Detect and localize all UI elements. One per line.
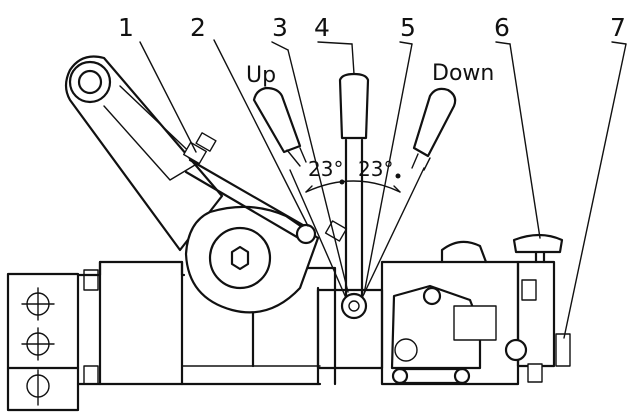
connecting-rod <box>183 132 348 245</box>
adjust-screw-upper <box>183 132 217 165</box>
callout-3: 3 <box>272 13 288 42</box>
handwheel <box>512 233 564 254</box>
adjust-screw-lower <box>324 220 348 242</box>
callout-leaders <box>139 39 627 339</box>
valve-body <box>76 260 337 386</box>
callout-6: 6 <box>494 13 510 42</box>
center-handle <box>338 72 370 140</box>
cam-disc <box>184 205 320 314</box>
side-fitting <box>555 333 571 367</box>
callout-4: 4 <box>314 13 330 42</box>
control-lever <box>252 72 457 320</box>
right-housing <box>316 233 571 386</box>
up-handle <box>252 86 302 154</box>
callout-7: 7 <box>610 13 626 42</box>
angle-left: 23° <box>308 157 343 181</box>
arm-linkage <box>64 55 224 252</box>
callout-1: 1 <box>118 13 134 42</box>
mounting-plate <box>6 272 80 412</box>
down-handle <box>412 87 457 158</box>
callout-2: 2 <box>190 13 206 42</box>
label-up: Up <box>246 63 276 88</box>
label-down: Down <box>432 61 494 86</box>
angle-right: 23° <box>358 157 393 181</box>
angle-arc <box>305 180 401 193</box>
callout-5: 5 <box>400 13 416 42</box>
